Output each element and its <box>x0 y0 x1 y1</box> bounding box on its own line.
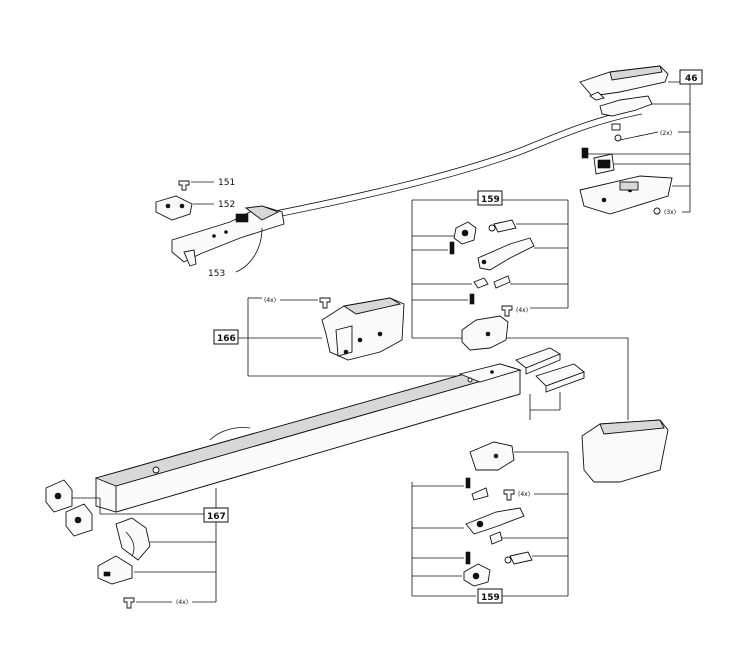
bracket-167-a <box>115 517 151 561</box>
base-159-bottom <box>469 441 515 471</box>
spring-159-top-a <box>449 241 455 255</box>
pin-159-bottom <box>509 551 533 565</box>
clamp-152 <box>155 195 193 221</box>
part-167-group: (4x) 167 <box>45 479 229 609</box>
board-46 <box>579 175 673 215</box>
spring-159-top-b <box>469 293 475 305</box>
label-166: 166 <box>217 334 236 344</box>
cable <box>269 107 641 213</box>
label-159-top: 159 <box>481 195 500 205</box>
screw-46a <box>611 123 621 131</box>
base-159-top <box>461 315 509 351</box>
label-153: 153 <box>208 269 225 279</box>
spring-46 <box>581 147 589 159</box>
screw-46b <box>653 207 661 215</box>
part-151-153-group: 151 152 153 <box>155 178 285 279</box>
lever-159-bottom <box>465 507 525 535</box>
spring-153 <box>235 213 249 223</box>
screw-159-top <box>501 305 513 317</box>
label-152: 152 <box>218 200 235 210</box>
qty-2x: (2x) <box>660 130 672 137</box>
rail-167 <box>94 363 522 513</box>
label-46: 46 <box>685 74 698 84</box>
bracket-167-b <box>97 555 133 585</box>
screw-167 <box>123 597 135 609</box>
qty-4x-159-bottom: (4x) <box>518 491 530 498</box>
center-plates <box>515 347 585 420</box>
spring-159-bottom-b <box>465 551 471 565</box>
latch-46 <box>599 95 653 117</box>
screw-159-bottom <box>503 489 515 501</box>
label-box-159-top <box>477 190 503 206</box>
spring-159-bottom-a <box>465 477 471 489</box>
label-167: 167 <box>207 512 226 522</box>
label-box-166 <box>213 329 239 345</box>
screw-151 <box>178 180 190 191</box>
pin-159-top <box>493 219 517 233</box>
qty-4x-159-top: (4x) <box>516 307 528 314</box>
part-166-group: (4x) 166 <box>213 297 470 377</box>
qty-3x: (3x) <box>664 209 676 216</box>
label-151: 151 <box>218 178 235 188</box>
label-box-46 <box>679 69 703 85</box>
qty-4x-166: (4x) <box>264 297 276 304</box>
label-box-167 <box>203 507 229 523</box>
part-159-bottom-group: (4x) 159 <box>411 441 569 604</box>
lever-159-top <box>477 237 535 271</box>
part-159-top-group: 159 (4x) <box>411 190 629 420</box>
label-box-159-bottom <box>477 588 503 604</box>
qty-4x-167: (4x) <box>176 599 188 606</box>
part-46-group: 46 (2x) (3x) <box>579 65 703 216</box>
label-159-bottom: 159 <box>481 593 500 603</box>
screw-166 <box>319 297 331 309</box>
